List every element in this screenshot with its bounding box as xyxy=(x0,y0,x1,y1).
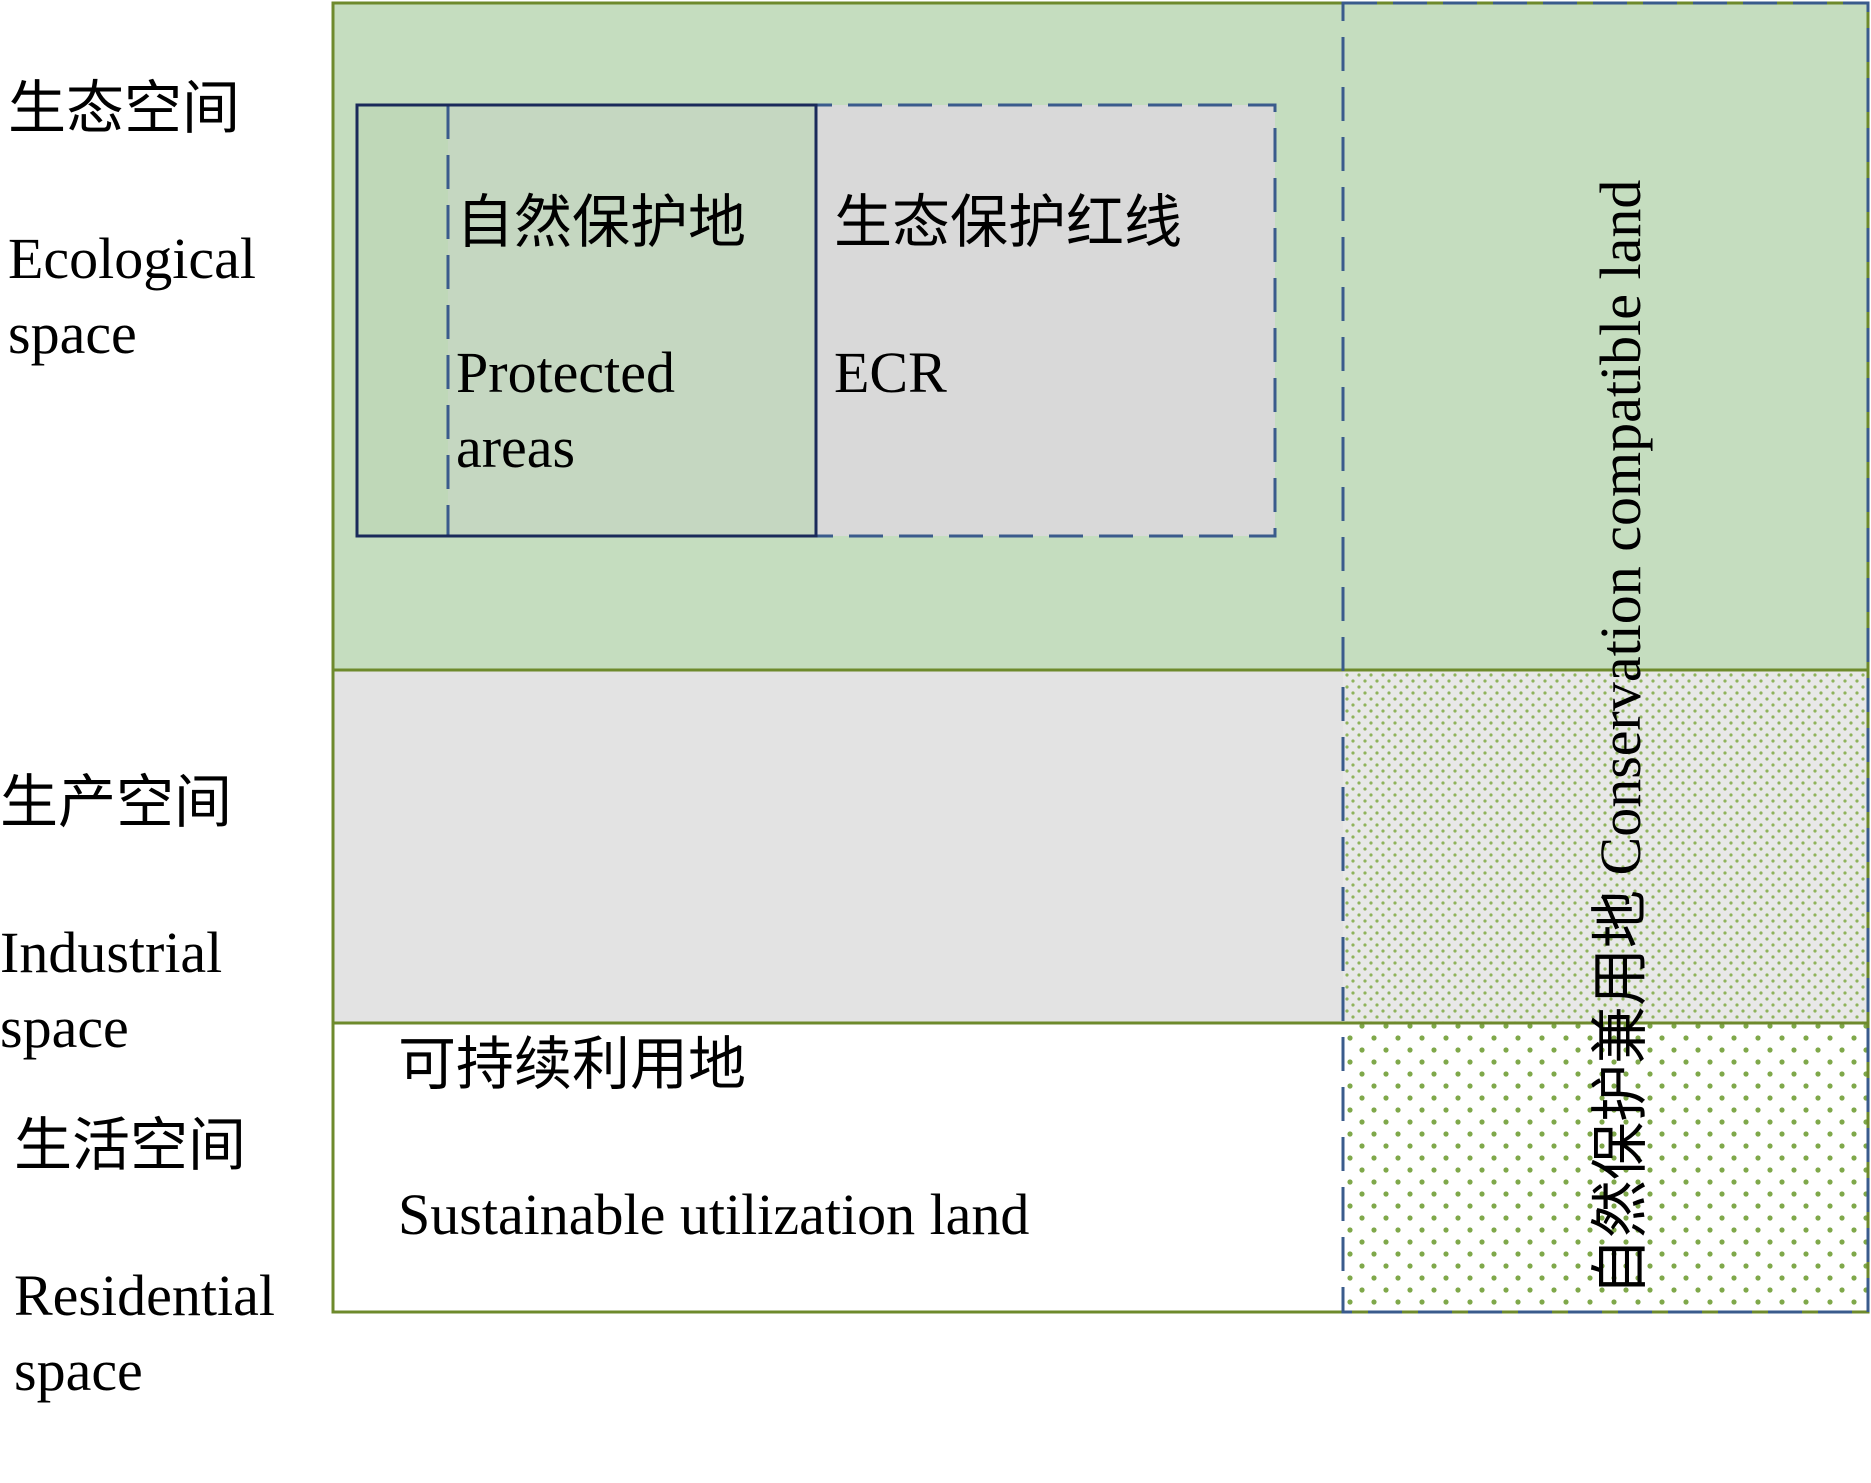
sustainable-cn: 可持续利用地 xyxy=(398,1032,747,1097)
protected-areas-cn: 自然保护地 xyxy=(456,190,747,255)
protected-areas-en: Protected areas xyxy=(456,340,676,480)
ecr-en: ECR xyxy=(834,340,947,405)
ecological-cn: 生态空间 xyxy=(8,76,241,141)
row-label-ecological: 生态空间 Ecological space xyxy=(8,0,256,446)
ecological-en: Ecological space xyxy=(8,226,257,366)
sustainable-en: Sustainable utilization land xyxy=(398,1182,1030,1247)
industrial-en: Industrial space xyxy=(0,920,223,1060)
conservation-compatible-en: Conservation compatible land xyxy=(1588,179,1653,876)
ecr-cn: 生态保护红线 xyxy=(834,190,1183,255)
ecr-label: 生态保护红线 ECR xyxy=(834,110,1182,485)
protected-areas-label: 自然保护地 Protected areas xyxy=(456,110,746,560)
protected-ecr-overlap xyxy=(448,105,816,536)
conservation-compatible-label: 自然保护兼用地 Conservation compatible land xyxy=(1588,179,1653,1296)
row-label-residential: 生活空间 Residential space xyxy=(14,1033,275,1483)
industrial-cn: 生产空间 xyxy=(0,770,233,835)
row-label-industrial: 生产空间 Industrial space xyxy=(0,690,232,1140)
residential-en: Residential space xyxy=(14,1263,275,1403)
diagram-canvas xyxy=(331,1,1870,1314)
sustainable-label: 可持续利用地 Sustainable utilization land xyxy=(398,952,1029,1327)
conservation-compatible-border xyxy=(1341,1,1870,1314)
industrial-space-zone xyxy=(333,670,1343,1023)
residential-dot-pattern xyxy=(1343,1023,1868,1312)
protected-areas-border xyxy=(355,103,818,538)
residential-cn: 生活空间 xyxy=(14,1113,247,1178)
industrial-dot-pattern xyxy=(1343,670,1868,1023)
conservation-compatible-cn: 自然保护兼用地 xyxy=(1588,889,1653,1296)
